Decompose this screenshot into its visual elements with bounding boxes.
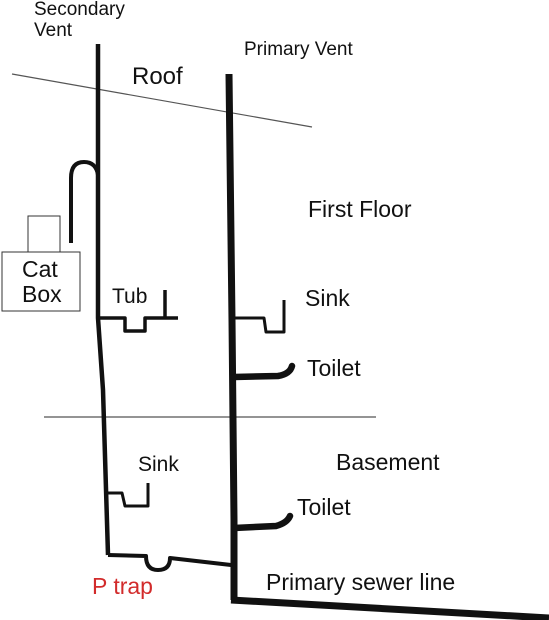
p-trap-pipe <box>107 553 232 572</box>
primary-sewer-pipe <box>230 596 549 620</box>
primary-sewer-line-label: Primary sewer line <box>266 569 456 595</box>
cat-box-small-rect <box>27 215 61 253</box>
secondary-vent-pipe <box>95 44 111 556</box>
cat-box-large-rect <box>1 251 81 312</box>
tub-drain-pipe <box>98 290 178 333</box>
basement-label: Basement <box>336 449 440 475</box>
first-floor-sink-label: Sink <box>305 285 350 311</box>
first-floor-toilet-drain <box>230 362 296 381</box>
first-floor-label: First Floor <box>308 196 412 222</box>
roof-label: Roof <box>132 63 183 90</box>
basement-toilet-drain <box>230 512 294 532</box>
basement-sink-drain <box>106 483 150 508</box>
primary-vent-pipe <box>225 73 238 600</box>
secondary-vent-label-line1: Secondary <box>34 0 125 20</box>
secondary-vent-label-line2: Vent <box>34 19 73 41</box>
basement-toilet-label: Toilet <box>297 494 351 520</box>
primary-vent-label: Primary Vent <box>244 39 353 60</box>
p-trap-label: P trap <box>92 573 153 599</box>
basement-sink-label: Sink <box>138 453 179 476</box>
cat-box-vent-hook <box>69 159 100 243</box>
secondary-vent-label: Secondary Vent <box>34 0 125 42</box>
cat-box-label-line1: Cat <box>22 256 58 282</box>
tub-label: Tub <box>112 285 148 308</box>
roof-line <box>11 73 313 128</box>
cat-box-label-line2: Box <box>22 281 62 308</box>
first-floor-sink-drain <box>232 300 286 334</box>
first-floor-toilet-label: Toilet <box>307 355 361 381</box>
cat-box-label: Cat Box <box>22 256 62 308</box>
